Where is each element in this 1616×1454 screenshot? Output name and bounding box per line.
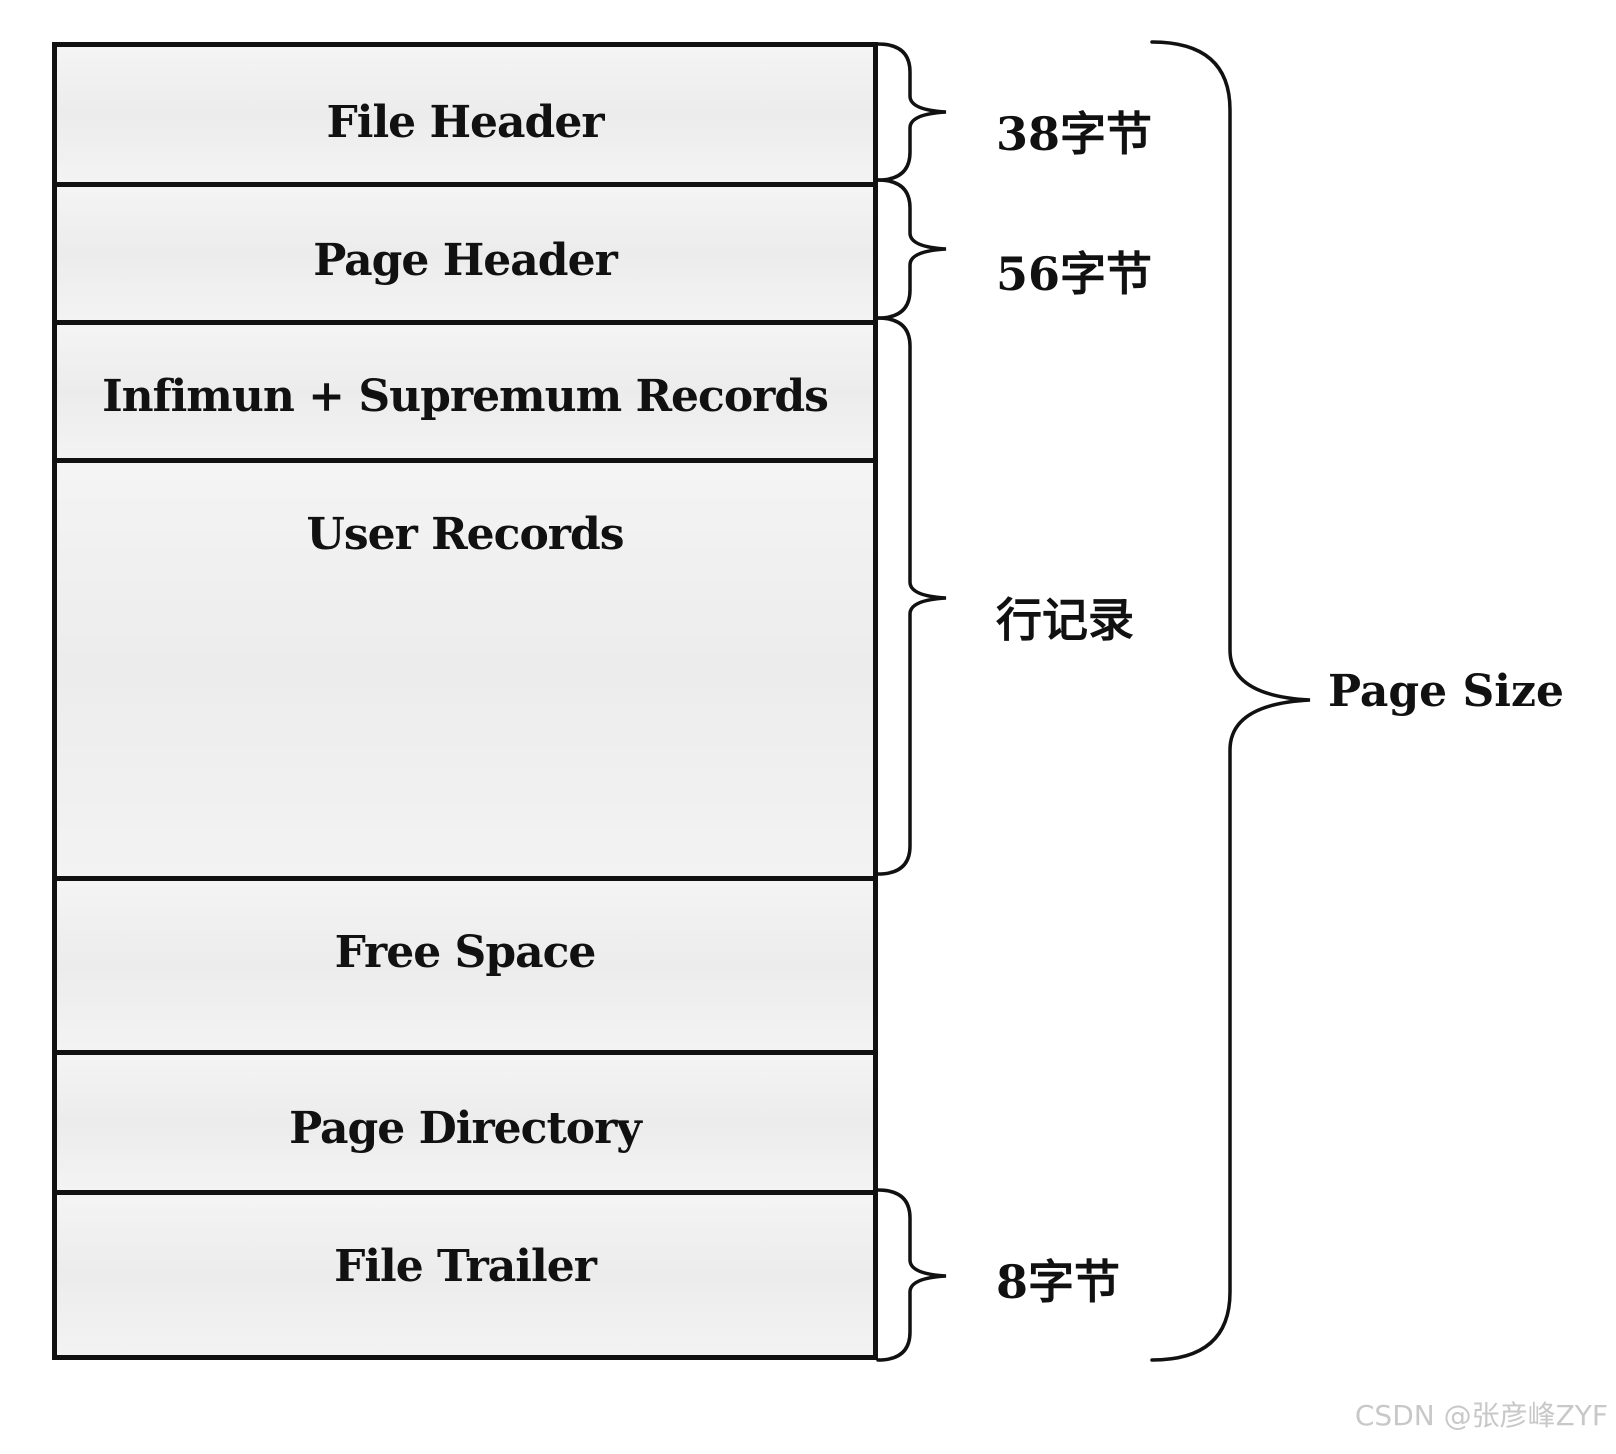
brace-file-header [876, 42, 947, 182]
block-label: User Records [306, 509, 624, 560]
block-label: Infimun + Supremum Records [102, 371, 829, 422]
block-label: File Trailer [334, 1241, 597, 1292]
page-structure-stack: File Header Page Header Infimun + Suprem… [52, 42, 878, 1360]
block-page-header: Page Header [57, 187, 873, 325]
brace-file-trailer [876, 1188, 947, 1362]
brace-row-records [876, 316, 947, 876]
brace-page-size [1150, 40, 1311, 1362]
watermark: CSDN @张彦峰ZYF [1354, 1399, 1608, 1432]
brace-page-header [876, 178, 947, 320]
block-infimum-supremum: Infimun + Supremum Records [57, 325, 873, 463]
row-records-label: 行记录 [996, 593, 1134, 647]
page-size-label: Page Size [1328, 666, 1564, 717]
block-label: Page Directory [289, 1103, 642, 1154]
block-label: Free Space [334, 927, 597, 978]
page-header-size-label: 56字节 [996, 247, 1153, 301]
block-user-records: User Records [57, 463, 873, 881]
block-label: File Header [326, 97, 605, 148]
block-file-trailer: File Trailer [57, 1195, 873, 1355]
file-header-size-label: 38字节 [996, 107, 1153, 161]
block-label: Page Header [313, 235, 618, 286]
file-trailer-size-label: 8字节 [996, 1255, 1121, 1309]
block-free-space: Free Space [57, 881, 873, 1055]
block-file-header: File Header [57, 47, 873, 187]
block-page-directory: Page Directory [57, 1055, 873, 1195]
